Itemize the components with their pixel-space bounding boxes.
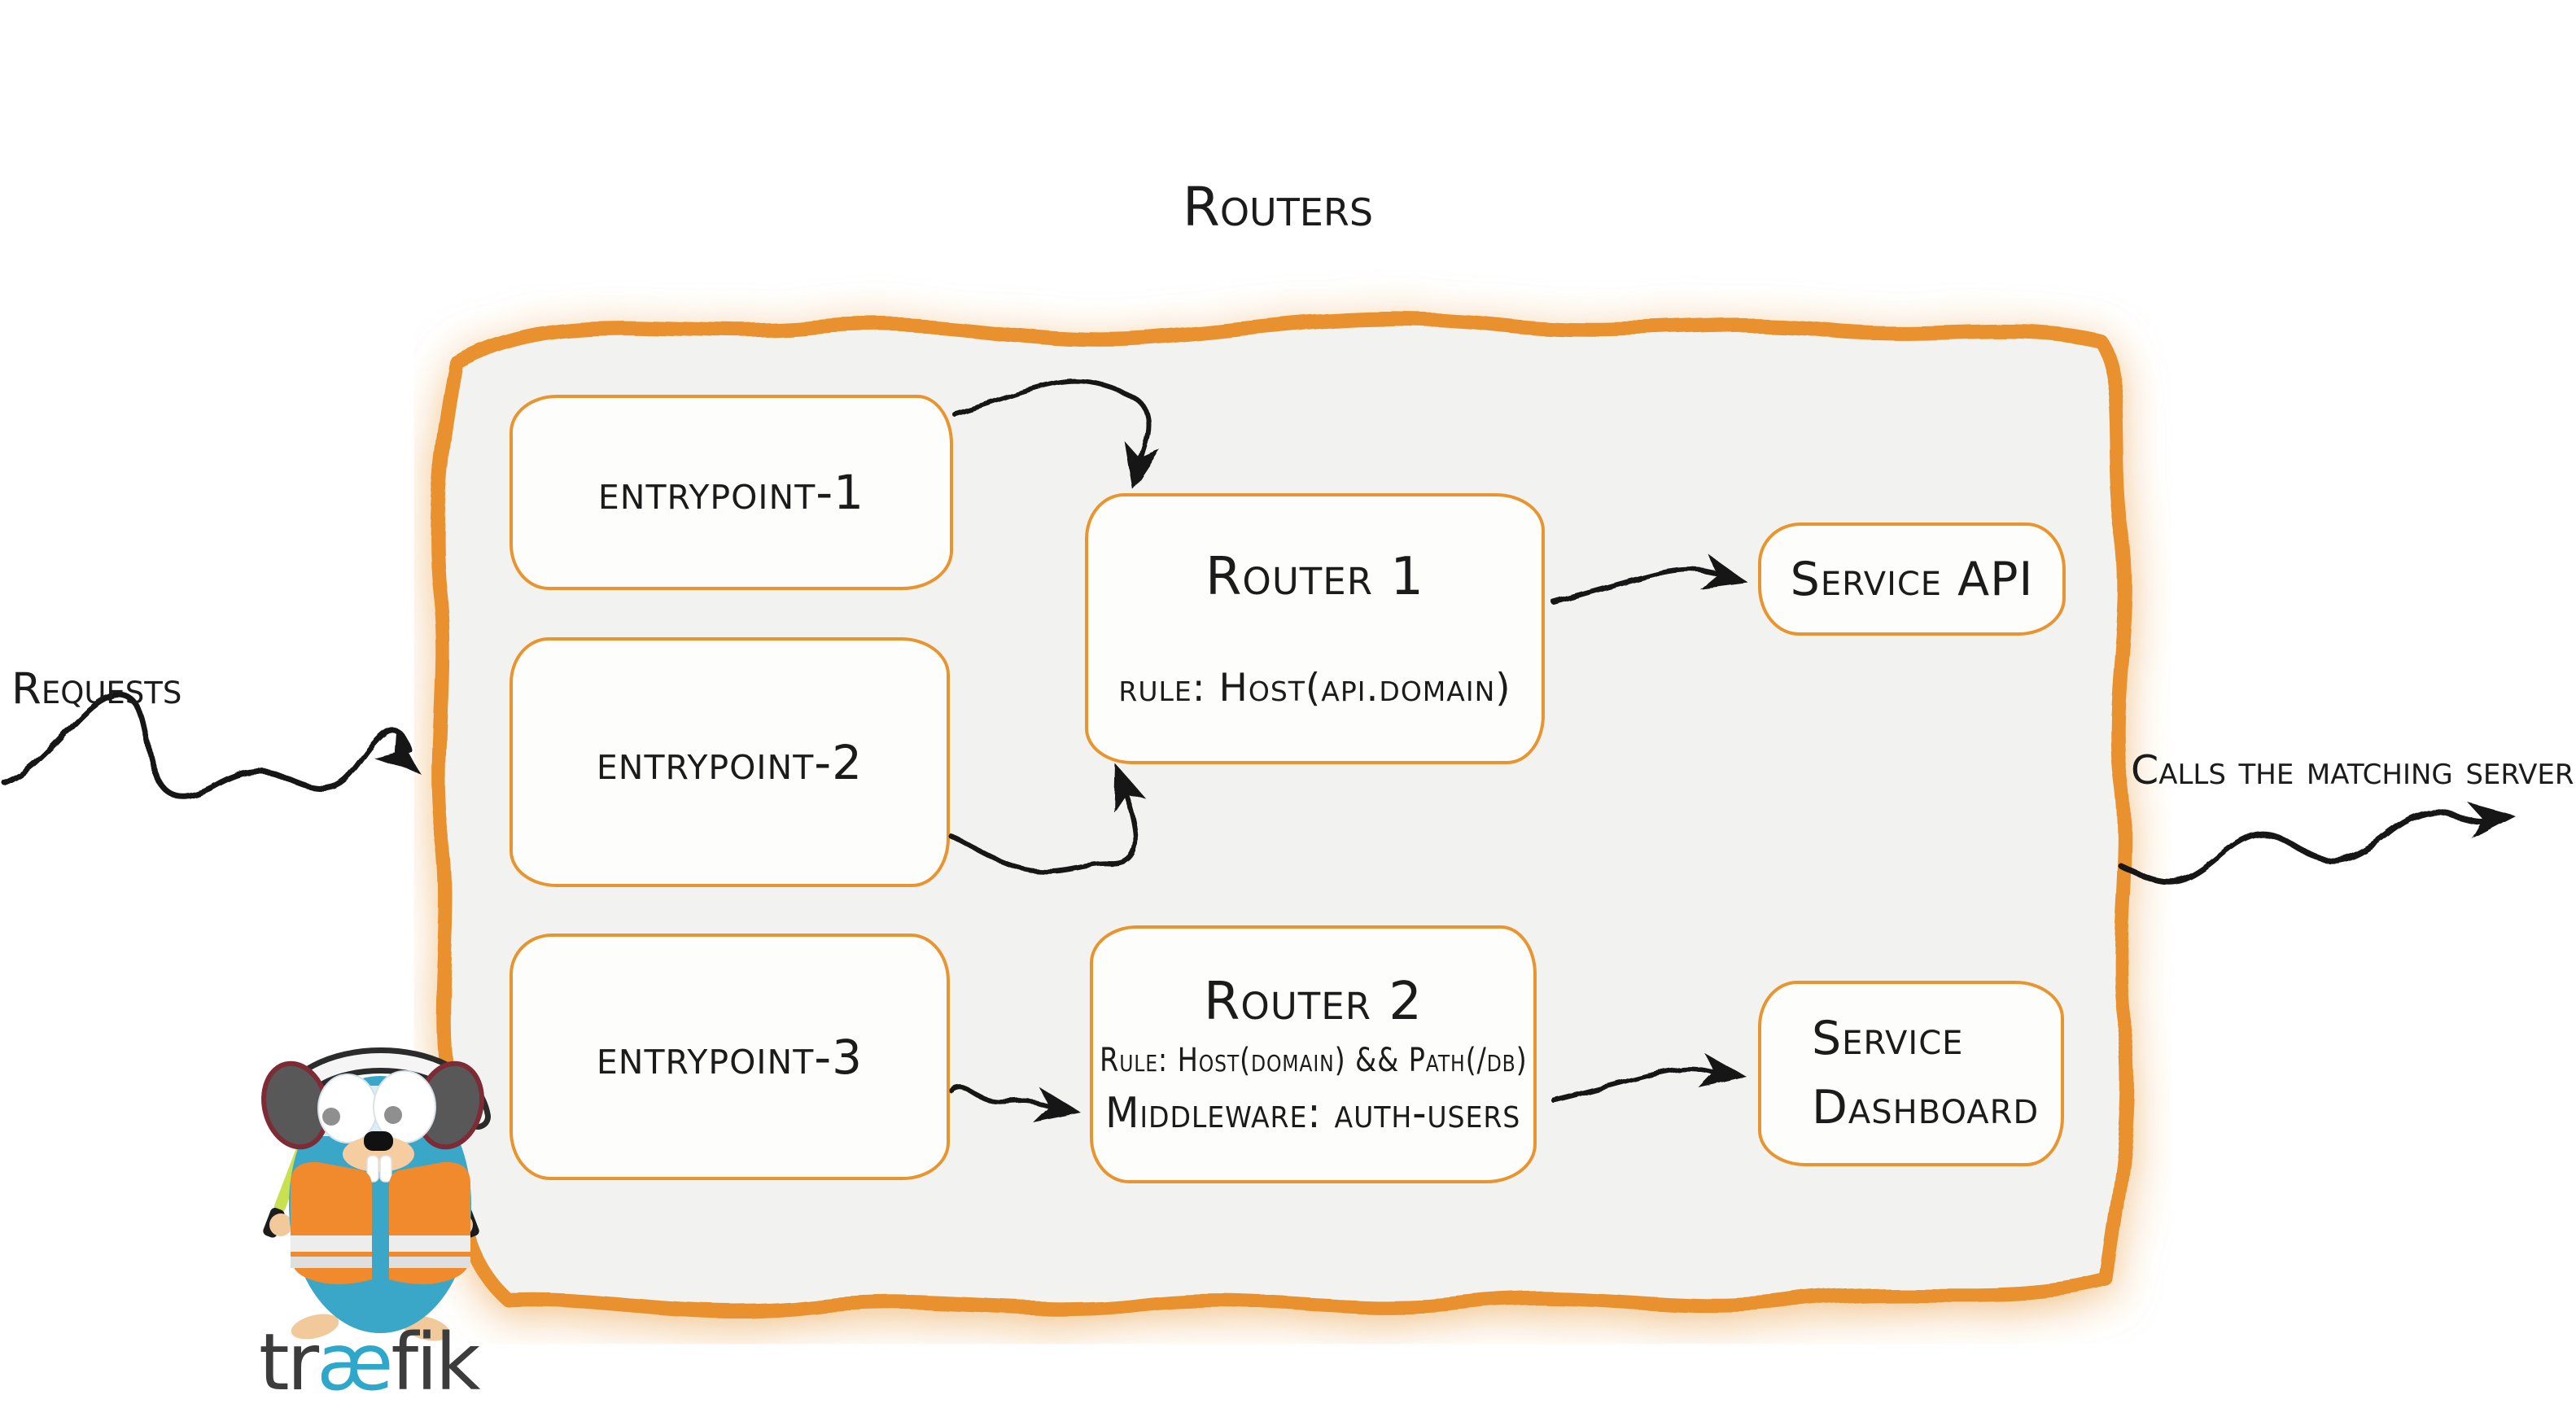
arrowhead-requests-in — [373, 730, 420, 773]
gopher-eye-right — [373, 1070, 436, 1143]
gopher-earcup-right — [416, 1060, 484, 1150]
gopher-pupil-left — [322, 1108, 340, 1126]
gopher-hand-left — [269, 1213, 292, 1236]
router-1-title: Router 1 — [1205, 547, 1425, 607]
service-dashboard-label-line1: Service — [1812, 1011, 1964, 1065]
wordmark-fik: fik — [391, 1317, 480, 1408]
arrow-router1-to-service-api — [1551, 566, 1726, 605]
service-api-label: Service API — [1790, 552, 2034, 606]
gopher-earcup-left — [261, 1060, 330, 1150]
router-1-rule: rule: Host(api.domain) — [1118, 666, 1511, 711]
gopher-pupil-right — [384, 1106, 402, 1124]
gopher-body — [289, 1076, 471, 1333]
entrypoint-3-box: entrypoint-3 — [510, 934, 950, 1180]
service-api-box: Service API — [1758, 523, 2066, 636]
gopher-tooth-left — [366, 1155, 379, 1183]
calls-matching-server-label: Calls the matching server — [2131, 747, 2574, 794]
page-title: Routers — [1182, 176, 1374, 238]
arrowhead-calls-out — [2468, 802, 2515, 838]
service-dashboard-label-line2: Dashboard — [1812, 1081, 2040, 1135]
router-2-box: Router 2 Rule: Host(domain) && Path(/db)… — [1090, 925, 1537, 1183]
arrowhead-entrypoint2-to-router1 — [1113, 763, 1148, 813]
wordmark-tr: tr — [259, 1317, 319, 1408]
gopher-eye-left — [317, 1073, 378, 1143]
entrypoint-3-label: entrypoint-3 — [596, 1029, 864, 1085]
router-2-title: Router 2 — [1203, 971, 1424, 1032]
entrypoint-2-box: entrypoint-2 — [510, 637, 950, 887]
gopher-muzzle — [343, 1136, 414, 1172]
gopher-hand-right — [450, 1213, 473, 1236]
arrowhead-entrypoint3-to-router2 — [1033, 1087, 1081, 1122]
requests-label: Requests — [11, 664, 182, 714]
traefik-wordmark: træfik — [259, 1317, 480, 1408]
gopher-vest — [291, 1161, 470, 1284]
traefik-gopher-logo — [261, 1047, 491, 1341]
gopher-tooth-right — [379, 1155, 392, 1183]
gopher-goggles — [299, 1086, 461, 1136]
entrypoint-1-label: entrypoint-1 — [597, 465, 865, 520]
gopher-headphone-band-inner — [278, 1053, 485, 1124]
gopher-headphone-band-outer — [272, 1047, 491, 1130]
arrow-router2-to-service-dashboard — [1551, 1066, 1726, 1103]
arrow-entrypoint3-to-router2 — [949, 1084, 1062, 1111]
wordmark-ae: æ — [317, 1317, 393, 1408]
arrow-entrypoint2-to-router1 — [948, 778, 1138, 874]
entrypoint-2-label: entrypoint-2 — [596, 734, 864, 790]
arrowhead-router1-to-service-api — [1699, 554, 1748, 589]
arrow-calls-out — [2118, 809, 2492, 885]
gopher-nose — [364, 1131, 393, 1151]
glow-stick-left — [263, 1139, 310, 1238]
router-1-box: Router 1 rule: Host(api.domain) — [1085, 493, 1545, 764]
arrowhead-router2-to-service-dashboard — [1699, 1052, 1747, 1088]
router-2-middleware: Middleware: auth-users — [1105, 1088, 1521, 1138]
arrowhead-entrypoint1-to-router1 — [1125, 441, 1161, 490]
glow-stick-right — [432, 1139, 479, 1238]
entrypoint-1-box: entrypoint-1 — [510, 395, 953, 590]
router-2-rule: Rule: Host(domain) && Path(/db) — [1099, 1041, 1528, 1079]
arrow-entrypoint1-to-router1 — [952, 378, 1151, 478]
service-dashboard-box: Service Dashboard — [1758, 981, 2064, 1166]
